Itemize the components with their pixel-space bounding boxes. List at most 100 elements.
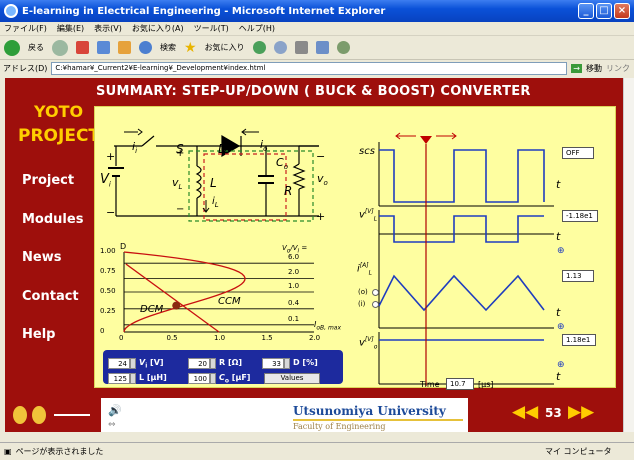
links-label[interactable]: リンク xyxy=(606,63,630,73)
radio-o[interactable] xyxy=(372,289,379,296)
chart-legend-entry: 6.0 xyxy=(288,253,300,262)
favorites-label[interactable]: お気に入り xyxy=(204,43,245,52)
label-ii: ii xyxy=(132,140,138,156)
speaker-icon[interactable] xyxy=(32,406,46,424)
logo-project: PROJECT xyxy=(18,126,101,146)
menu-view[interactable]: 表示(V) xyxy=(94,24,122,33)
forward-icon[interactable] xyxy=(52,39,68,56)
wave-label-vl: v[V]L xyxy=(359,208,378,223)
region-ccm: CCM xyxy=(218,296,241,307)
t-label-2: t xyxy=(556,230,561,243)
go-icon[interactable]: → xyxy=(571,63,582,73)
refresh-icon[interactable] xyxy=(97,41,110,54)
status-bar: ▣ ページが表示されました マイ コンピュータ xyxy=(0,442,634,460)
chart-ytick: 1.00 xyxy=(100,247,116,255)
favorites-icon[interactable]: ★ xyxy=(184,39,197,56)
plus-out: + xyxy=(316,210,326,223)
r-stepper[interactable] xyxy=(210,358,216,369)
stop-icon[interactable] xyxy=(76,41,89,54)
minus-in: − xyxy=(106,206,116,219)
region-dcm: DCM xyxy=(140,304,164,315)
history-icon[interactable] xyxy=(252,41,266,54)
scrollbar[interactable] xyxy=(623,78,634,432)
il-value: 1.13 xyxy=(562,270,594,282)
co-input[interactable]: 100 xyxy=(188,373,210,384)
label-il: iL xyxy=(212,196,219,209)
toolbar: 戻る 検索 ★ お気に入り xyxy=(0,36,634,60)
logo-yoto: YOTO xyxy=(34,102,84,121)
chart-xlabel: IoB, max xyxy=(314,320,342,332)
sound-icon[interactable]: 🔊 xyxy=(108,404,122,417)
go-button[interactable]: 移動 xyxy=(586,63,602,73)
print-icon[interactable] xyxy=(294,41,308,54)
nav-contact[interactable]: Contact xyxy=(22,289,79,304)
footer-divider xyxy=(293,419,463,421)
close-button[interactable]: × xyxy=(614,3,630,19)
chart-xtick: 2.0 xyxy=(309,334,321,342)
page-title: SUMMARY: STEP-UP/DOWN ( BUCK & BOOST) CO… xyxy=(96,84,531,99)
menu-edit[interactable]: 編集(E) xyxy=(56,24,85,33)
label-switch: S xyxy=(176,142,184,156)
zoom-icon-3[interactable]: ⊕ xyxy=(557,360,565,370)
next-page-button[interactable]: ▶▶ xyxy=(568,402,595,422)
swap-icon[interactable]: ⇔ xyxy=(108,420,116,430)
plus-l: + xyxy=(176,148,185,159)
vi-input[interactable]: 24 xyxy=(108,358,130,369)
zoom-icon-1[interactable]: ⊕ xyxy=(557,246,565,256)
mail-icon[interactable] xyxy=(273,41,287,54)
l-input[interactable]: 125 xyxy=(108,373,130,384)
menu-tools[interactable]: ツール(T) xyxy=(193,24,229,33)
menu-favorites[interactable]: お気に入り(A) xyxy=(131,24,184,33)
time-value: 10.7 xyxy=(446,378,474,390)
co-stepper[interactable] xyxy=(210,373,216,384)
vl-value: -1.18e1 xyxy=(562,210,598,222)
edit-icon[interactable] xyxy=(315,41,329,54)
footer-right-panel xyxy=(468,398,623,432)
zoom-icon-2[interactable]: ⊕ xyxy=(557,322,565,332)
minus-l: − xyxy=(176,204,185,215)
l-stepper[interactable] xyxy=(130,373,136,384)
search-label[interactable]: 検索 xyxy=(160,43,176,52)
r-input[interactable]: 20 xyxy=(188,358,210,369)
nav-project[interactable]: Project xyxy=(22,173,75,188)
values-button[interactable]: Values xyxy=(264,373,320,384)
vi-stepper[interactable] xyxy=(130,358,136,369)
home-icon[interactable] xyxy=(118,41,131,54)
chart-ytick: 0.50 xyxy=(100,287,116,295)
radio-o-label: (o) xyxy=(358,288,368,296)
messenger-icon[interactable] xyxy=(336,41,350,54)
maximize-button[interactable]: □ xyxy=(596,3,612,19)
d-input[interactable]: 33 xyxy=(262,358,284,369)
address-bar: アドレス(D) C:¥hamar¥_Current2¥E-learning¥_D… xyxy=(0,60,634,76)
nav-help[interactable]: Help xyxy=(22,327,56,342)
label-r: R xyxy=(284,184,293,198)
chart-legend-entry: 0.4 xyxy=(288,298,300,307)
minimize-button[interactable]: _ xyxy=(578,3,594,19)
radio-i[interactable] xyxy=(372,301,379,308)
operating-point[interactable] xyxy=(172,301,181,310)
nav-news[interactable]: News xyxy=(22,250,62,265)
label-vl: vL xyxy=(172,176,183,192)
co-label: Co [μF] xyxy=(219,373,251,385)
back-label[interactable]: 戻る xyxy=(28,43,44,52)
d-stepper[interactable] xyxy=(284,358,290,369)
search-icon[interactable] xyxy=(139,41,152,54)
chart-ytick: 0.25 xyxy=(100,307,116,315)
radio-i-label: (i) xyxy=(358,300,366,308)
prev-page-button[interactable]: ◀◀ xyxy=(512,402,539,422)
t-label-4: t xyxy=(556,370,561,383)
page-icon: ▣ xyxy=(4,447,12,456)
chart-legend-entry: 0.1 xyxy=(288,314,300,323)
music-icon[interactable] xyxy=(13,406,27,424)
address-input[interactable]: C:¥hamar¥_Current2¥E-learning¥_Developme… xyxy=(51,61,568,75)
menu-file[interactable]: ファイル(F) xyxy=(4,24,47,33)
wave-label-vo: v[V]o xyxy=(359,336,378,351)
menu-help[interactable]: ヘルプ(H) xyxy=(238,24,275,33)
volume-slider[interactable] xyxy=(54,414,90,416)
chart-legend-entry: 1.0 xyxy=(288,282,300,290)
simulation-graphics xyxy=(108,128,554,386)
faculty-name: Faculty of Engineering xyxy=(293,422,386,431)
nav-modules[interactable]: Modules xyxy=(22,212,84,227)
back-icon[interactable] xyxy=(4,39,20,56)
chart-limit-curve xyxy=(125,263,220,333)
